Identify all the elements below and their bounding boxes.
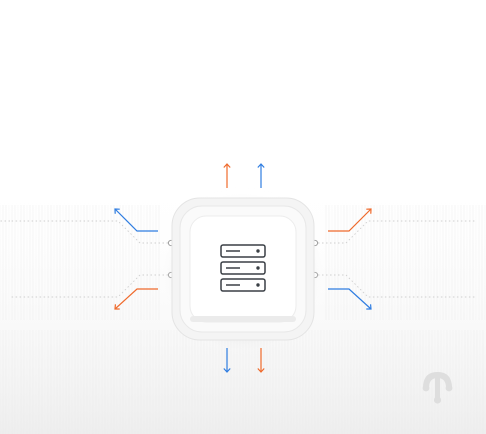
arrow-right-upper (328, 208, 372, 232)
arrow-left-upper (114, 208, 158, 232)
server-stack-icon (220, 244, 266, 292)
hatch-texture (0, 205, 486, 434)
hub-face-shadow (190, 316, 296, 322)
arrow-left-lower (114, 288, 158, 310)
horizontal-bus-lines (0, 247, 486, 265)
flow-arrows (114, 163, 372, 373)
arrow-right-lower (328, 288, 372, 310)
dotted-connectors (0, 220, 476, 298)
tree-logo-icon (422, 372, 453, 404)
